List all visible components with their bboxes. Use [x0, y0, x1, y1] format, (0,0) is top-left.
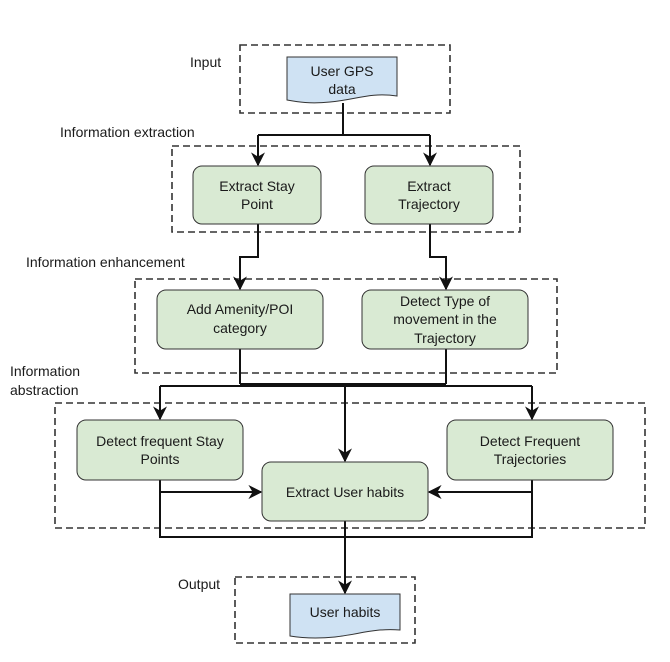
edge-trajectory-to-movement: [429, 224, 453, 291]
svg-text:Trajectories: Trajectories: [494, 451, 567, 467]
stage-label-enhancement: Information enhancement: [26, 254, 185, 270]
svg-text:Points: Points: [141, 451, 180, 467]
svg-text:Detect frequent Stay: Detect frequent Stay: [96, 433, 224, 449]
svg-text:Extract User habits: Extract User habits: [286, 484, 404, 500]
node-extract-stay-point: Extract Stay Point: [192, 165, 322, 225]
svg-text:Point: Point: [241, 196, 273, 212]
svg-text:Extract: Extract: [407, 178, 451, 194]
svg-text:User habits: User habits: [310, 604, 381, 620]
edge-trajectories-to-habits: [427, 480, 533, 499]
node-user-gps-data: User GPS data: [286, 56, 398, 104]
svg-text:Detect Type of: Detect Type of: [400, 293, 490, 309]
node-detect-stay-points: Detect frequent Stay Points: [76, 419, 244, 481]
svg-text:movement in the: movement in the: [393, 311, 497, 327]
node-add-amenity: Add Amenity/POI category: [156, 289, 324, 350]
node-user-habits: User habits: [289, 593, 401, 639]
svg-text:Extract Stay: Extract Stay: [219, 178, 294, 194]
svg-text:data: data: [328, 81, 355, 97]
stage-label-abstraction-2: abstraction: [10, 382, 78, 398]
svg-text:Trajectory: Trajectory: [414, 330, 476, 346]
extraction-group: [171, 145, 521, 233]
node-extract-habits: Extract User habits: [261, 461, 429, 522]
stage-label-abstraction-1: Information: [10, 363, 80, 379]
stage-label-extraction: Information extraction: [60, 124, 195, 140]
node-detect-movement: Detect Type of movement in the Trajector…: [361, 289, 529, 350]
enhancement-group: [134, 278, 558, 374]
abstraction-group: [54, 402, 646, 529]
node-extract-trajectory: Extract Trajectory: [364, 165, 494, 225]
svg-text:Trajectory: Trajectory: [398, 196, 460, 212]
svg-text:User GPS: User GPS: [310, 63, 373, 79]
svg-text:Detect Frequent: Detect Frequent: [480, 433, 580, 449]
edge-stay-points-to-habits: [159, 480, 263, 499]
stage-label-input: Input: [190, 54, 221, 70]
stage-label-output: Output: [178, 576, 220, 592]
input-group: [239, 44, 451, 114]
edge-stay-point-to-amenity: [233, 224, 259, 291]
output-group: [234, 576, 416, 644]
node-detect-trajectories: Detect Frequent Trajectories: [446, 419, 614, 481]
edges: [153, 103, 539, 595]
svg-text:category: category: [213, 320, 267, 336]
svg-text:Add Amenity/POI: Add Amenity/POI: [187, 301, 294, 317]
